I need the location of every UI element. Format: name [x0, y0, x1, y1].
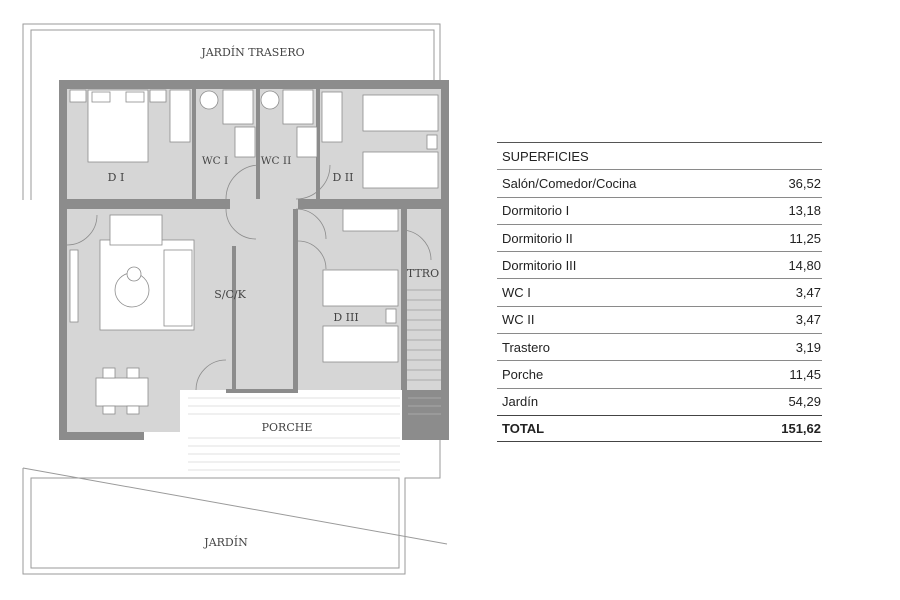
area-name: WC II: [502, 312, 535, 328]
area-value: 11,45: [789, 367, 821, 383]
area-name: Dormitorio III: [502, 257, 577, 273]
area-name: Trastero: [502, 339, 550, 355]
areas-table-total-row: TOTAL 151,62: [497, 414, 822, 443]
label-living: S/C/K: [214, 288, 246, 301]
area-name: Porche: [502, 367, 544, 383]
areas-table-row: Dormitorio II 11,25: [497, 223, 822, 251]
areas-table-row: Trastero 3,19: [497, 333, 822, 360]
label-back-garden: JARDÍN TRASERO: [200, 45, 304, 59]
areas-table-row: Jardín 54,29: [497, 387, 822, 415]
total-label: TOTAL: [502, 421, 545, 437]
label-garden: JARDÍN: [203, 535, 248, 549]
label-wc-1: WC I: [202, 155, 228, 167]
areas-table-row: Salón/Comedor/Cocina 36,52: [497, 169, 822, 196]
area-value: 14,80: [788, 257, 821, 273]
label-bedroom-2: D II: [332, 171, 353, 184]
areas-table-title: SUPERFICIES: [502, 148, 589, 164]
single-bed: [362, 94, 439, 132]
total-value: 151,62: [781, 421, 821, 437]
areas-table-row: Dormitorio III 14,80: [497, 251, 822, 278]
areas-table-row: Dormitorio I 13,18: [497, 196, 822, 224]
areas-table-header: SUPERFICIES: [497, 142, 822, 169]
label-porch: PORCHE: [262, 421, 313, 434]
area-name: Salón/Comedor/Cocina: [502, 175, 637, 191]
room-storage: [407, 205, 441, 390]
furniture: [69, 89, 439, 415]
area-value: 3,47: [795, 285, 821, 301]
areas-table-row: WC II 3,47: [497, 305, 822, 333]
label-bedroom-1: D I: [108, 171, 125, 184]
area-name: Dormitorio I: [502, 203, 570, 219]
stairs: [407, 289, 441, 381]
area-value: 54,29: [788, 394, 821, 410]
area-value: 3,47: [795, 312, 821, 328]
area-value: 11,25: [789, 230, 821, 246]
area-value: 36,52: [788, 175, 821, 191]
area-value: 3,19: [795, 339, 821, 355]
dining-table: [95, 377, 149, 407]
floor-plan: JARDÍN TRASERO D I WC I WC II D II S/C/K…: [22, 23, 449, 575]
area-name: WC I: [502, 285, 531, 301]
area-name: Jardín: [502, 394, 539, 410]
areas-table-row: WC I 3,47: [497, 278, 822, 305]
areas-table-row: Porche 11,45: [497, 360, 822, 387]
label-wc-2: WC II: [261, 155, 291, 167]
label-bedroom-3: D III: [333, 311, 358, 324]
wardrobe: [169, 89, 191, 143]
label-storage: TTRO: [407, 267, 439, 280]
door-swings: [66, 164, 432, 391]
area-name: Dormitorio II: [502, 230, 573, 246]
hallway: [230, 168, 298, 216]
plot-outline: [22, 23, 448, 575]
area-value: 13,18: [788, 203, 821, 219]
porch-decking: [188, 397, 441, 471]
